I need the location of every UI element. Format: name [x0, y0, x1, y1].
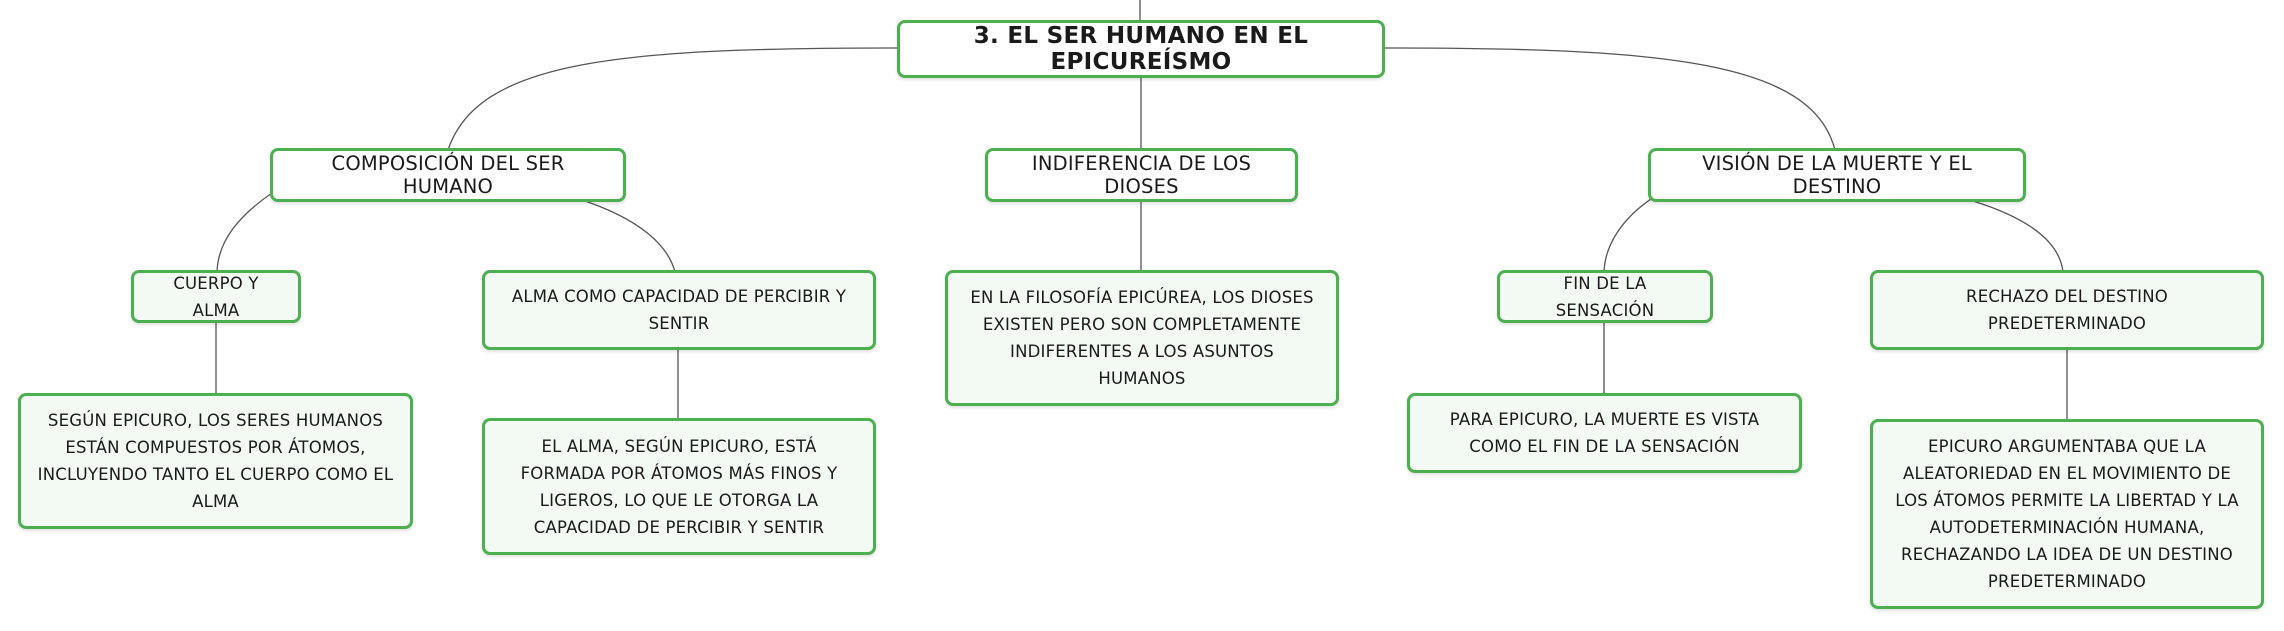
root-node[interactable]: 3. EL SER HUMANO EN EL EPICUREÍSMO	[897, 20, 1385, 78]
subtopic-fin-sensacion[interactable]: FIN DE LA SENSACIÓN	[1497, 270, 1713, 323]
connector-vision-rechazo	[1972, 200, 2064, 273]
topic-composicion[interactable]: COMPOSICIÓN DEL SER HUMANO	[270, 148, 626, 202]
subtopic-alma-capacidad-label: ALMA COMO CAPACIDAD DE PERCIBIR Y SENTIR	[511, 287, 847, 333]
detail-alma-capacidad-text: EL ALMA, SEGÚN EPICURO, ESTÁ FORMADA POR…	[520, 436, 838, 537]
subtopic-alma-capacidad[interactable]: ALMA COMO CAPACIDAD DE PERCIBIR Y SENTIR	[482, 270, 876, 350]
connector-composicion-alma	[584, 200, 676, 273]
detail-indiferencia[interactable]: EN LA FILOSOFÍA EPICÚREA, LOS DIOSES EXI…	[945, 270, 1339, 406]
connector-root-composicion	[447, 47, 899, 151]
root-label: 3. EL SER HUMANO EN EL EPICUREÍSMO	[973, 23, 1309, 75]
detail-cuerpo-alma[interactable]: SEGÚN EPICURO, LOS SERES HUMANOS ESTÁN C…	[18, 393, 413, 529]
detail-rechazo-destino[interactable]: EPICURO ARGUMENTABA QUE LA ALEATORIEDAD …	[1870, 419, 2264, 609]
topic-indiferencia[interactable]: INDIFERENCIA DE LOS DIOSES	[985, 148, 1298, 202]
detail-fin-sensacion[interactable]: PARA EPICURO, LA MUERTE ES VISTA COMO EL…	[1407, 393, 1802, 473]
connector-vision-fin	[1603, 196, 1655, 273]
subtopic-rechazo-destino[interactable]: RECHAZO DEL DESTINO PREDETERMINADO	[1870, 270, 2264, 350]
topic-indiferencia-label: INDIFERENCIA DE LOS DIOSES	[1031, 152, 1252, 198]
subtopic-fin-sensacion-label: FIN DE LA SENSACIÓN	[1555, 273, 1655, 320]
detail-cuerpo-alma-text: SEGÚN EPICURO, LOS SERES HUMANOS ESTÁN C…	[37, 411, 394, 511]
topic-vision-label: VISIÓN DE LA MUERTE Y EL DESTINO	[1702, 152, 1972, 198]
connector-root-vision	[1384, 47, 1836, 151]
detail-fin-sensacion-text: PARA EPICURO, LA MUERTE ES VISTA COMO EL…	[1449, 410, 1760, 456]
subtopic-rechazo-destino-label: RECHAZO DEL DESTINO PREDETERMINADO	[1966, 287, 2168, 333]
topic-vision[interactable]: VISIÓN DE LA MUERTE Y EL DESTINO	[1648, 148, 2026, 202]
subtopic-cuerpo-alma-label: CUERPO Y ALMA	[173, 273, 259, 320]
subtopic-cuerpo-alma[interactable]: CUERPO Y ALMA	[131, 270, 301, 323]
detail-alma-capacidad[interactable]: EL ALMA, SEGÚN EPICURO, ESTÁ FORMADA POR…	[482, 418, 876, 555]
topic-composicion-label: COMPOSICIÓN DEL SER HUMANO	[331, 152, 565, 198]
detail-rechazo-destino-text: EPICURO ARGUMENTABA QUE LA ALEATORIEDAD …	[1895, 437, 2239, 591]
connector-composicion-cuerpo	[216, 192, 273, 273]
detail-indiferencia-text: EN LA FILOSOFÍA EPICÚREA, LOS DIOSES EXI…	[970, 288, 1314, 388]
